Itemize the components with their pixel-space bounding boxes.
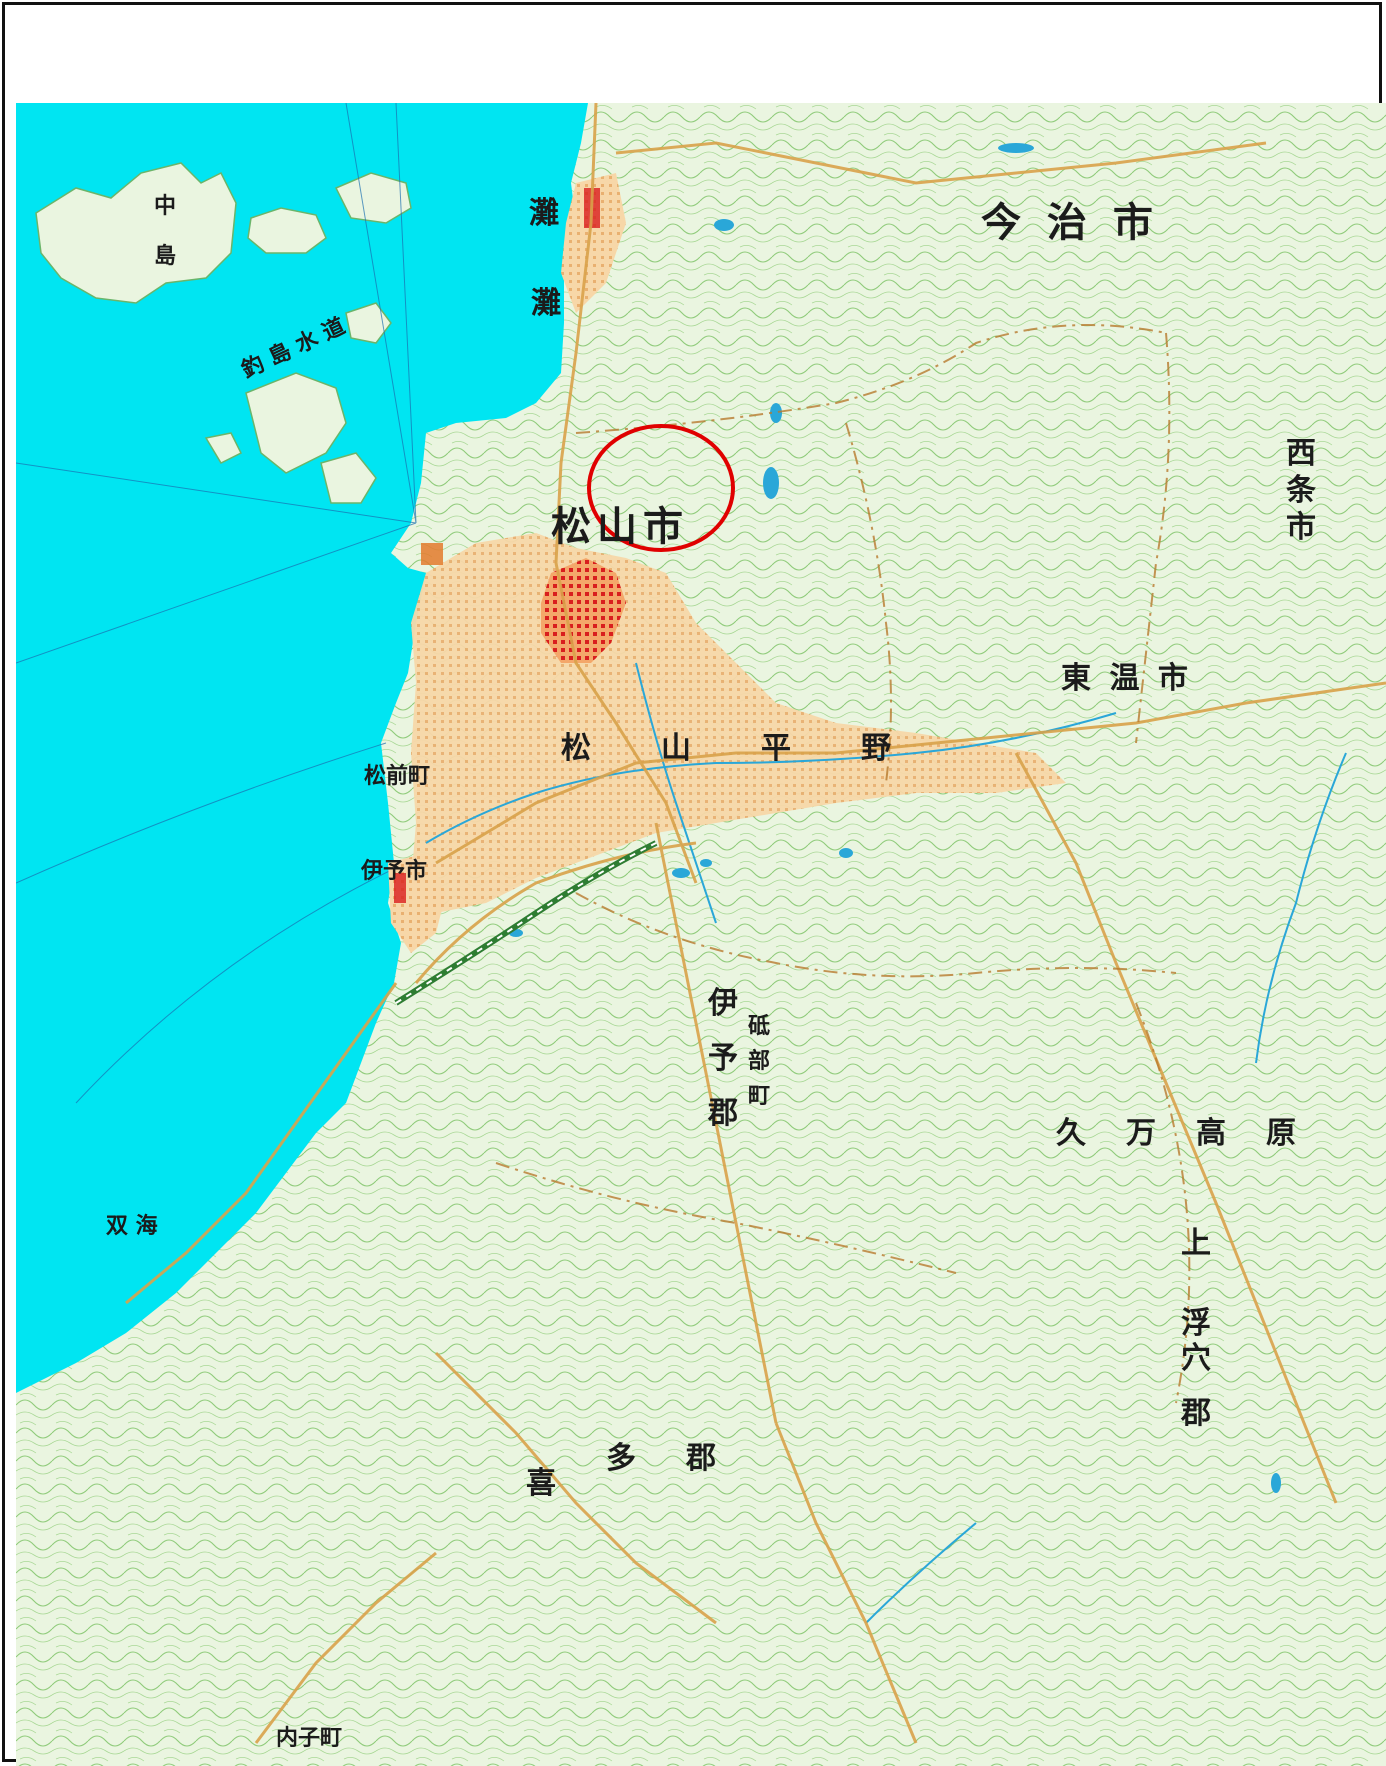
- label-kita-1: 喜: [526, 1466, 560, 1501]
- label-kita-2: 多: [606, 1441, 640, 1476]
- label-kamiukena-3: 穴: [1181, 1341, 1215, 1376]
- label-uchiko: 内子町: [276, 1726, 342, 1751]
- label-kamiukena-4: 郡: [1180, 1396, 1215, 1431]
- label-iyo-nada: 灘: [529, 196, 563, 231]
- label-saijo-1: 西: [1286, 436, 1320, 471]
- label-tobe-6: 町: [748, 1084, 770, 1109]
- label-plain-4: 野: [861, 731, 895, 766]
- island-nakajima-2: [247, 207, 327, 254]
- urban-north: [561, 173, 626, 313]
- label-plain-2: 山: [661, 731, 695, 766]
- map-canvas: 今 治 市 松山市 西 条 市 東 温 市 伊予市 松前町 久 万 高 原 伊 …: [16, 103, 1386, 1766]
- label-iyo-city: 伊予市: [360, 858, 427, 884]
- label-tobe-4: 砥: [748, 1014, 770, 1039]
- highlight-circle[interactable]: [587, 424, 735, 552]
- label-toon: 東 温 市: [1061, 661, 1192, 696]
- label-imabari: 今 治 市: [981, 200, 1159, 246]
- island-nakajima: [35, 162, 237, 304]
- label-nakajima-1: 中: [154, 194, 176, 219]
- label-kamiukena-1: 上: [1181, 1226, 1215, 1261]
- label-tobe-5: 部: [748, 1048, 770, 1074]
- label-futami: 双 海: [106, 1213, 158, 1239]
- label-kutsuna-nada: 灘: [531, 286, 565, 321]
- island-small: [204, 432, 243, 464]
- label-tobe-3: 郡: [707, 1096, 742, 1131]
- sea-area: [16, 103, 588, 1393]
- label-matsuyama: 松山市: [551, 504, 689, 550]
- label-tobe-2: 予: [708, 1041, 742, 1076]
- urban-red-west: [421, 543, 443, 565]
- label-kuma-2: 万: [1126, 1116, 1160, 1151]
- label-saijo-2: 条: [1286, 473, 1320, 508]
- topographic-map[interactable]: 今 治 市 松山市 西 条 市 東 温 市 伊予市 松前町 久 万 高 原 伊 …: [16, 103, 1386, 1766]
- lakes-ponds: [509, 143, 1281, 1493]
- island-koshima: [345, 302, 392, 344]
- label-saijo-3: 市: [1286, 510, 1320, 545]
- urban-matsuyama-core: [541, 558, 626, 663]
- label-nakajima-2: 島: [154, 243, 176, 269]
- label-kuma-1: 久: [1056, 1116, 1090, 1151]
- rivers: [425, 662, 1347, 1624]
- island-nutsuwa: [334, 172, 412, 224]
- label-masaki: 松前町: [364, 763, 430, 789]
- island-gogo: [245, 372, 347, 474]
- urban-red-iyo: [394, 873, 406, 903]
- island-kogogo: [320, 452, 377, 504]
- label-plain-3: 平: [761, 731, 795, 766]
- label-kamiukena-2: 浮: [1181, 1306, 1215, 1341]
- label-kita-3: 郡: [685, 1441, 720, 1476]
- boundaries: [495, 324, 1191, 1404]
- sea-lanes: [16, 103, 417, 1104]
- label-tobe-1: 伊: [707, 986, 742, 1021]
- label-kuma-3: 高: [1196, 1116, 1230, 1151]
- label-kuma-4: 原: [1266, 1116, 1300, 1151]
- label-plain-1: 松: [561, 731, 595, 766]
